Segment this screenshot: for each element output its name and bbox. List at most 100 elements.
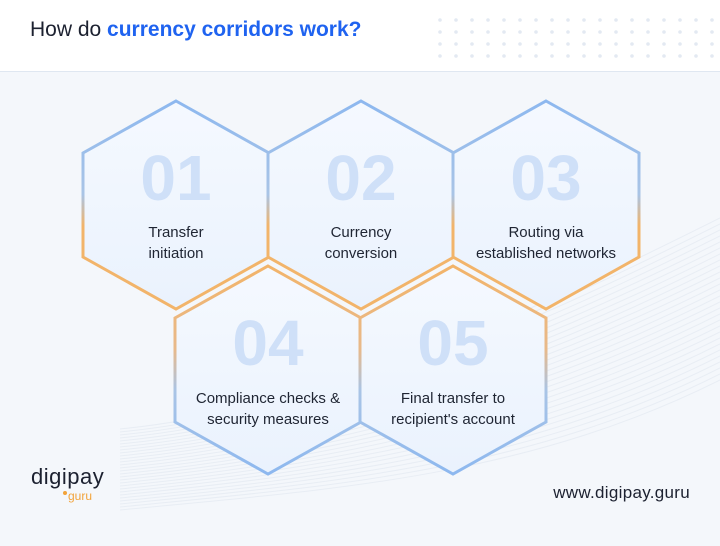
- grid-dot: [694, 18, 698, 22]
- grid-dot: [438, 30, 442, 34]
- digipay-logo: digipay guru: [31, 464, 105, 503]
- grid-dot: [566, 54, 570, 58]
- step-label-line2: conversion: [325, 245, 398, 262]
- grid-dot: [486, 30, 490, 34]
- grid-dot: [486, 54, 490, 58]
- logo-wordmark: digipay: [31, 464, 105, 489]
- grid-dot: [534, 30, 538, 34]
- hexagon-step-3: 03 Routing via established networks: [451, 99, 641, 311]
- grid-dot: [582, 30, 586, 34]
- logo-dot: [63, 491, 67, 495]
- step-label-line1: Final transfer to: [401, 390, 505, 407]
- grid-dot: [502, 54, 506, 58]
- grid-dot: [646, 42, 650, 46]
- grid-dot: [662, 30, 666, 34]
- step-label-line2: established networks: [476, 245, 616, 262]
- step-number: 01: [140, 142, 211, 214]
- grid-dot: [630, 30, 634, 34]
- grid-dot: [662, 54, 666, 58]
- grid-dot: [486, 18, 490, 22]
- grid-dot: [470, 30, 474, 34]
- grid-dot: [678, 42, 682, 46]
- grid-dot: [566, 18, 570, 22]
- hexagon-shape: [358, 264, 548, 476]
- grid-dot: [630, 18, 634, 22]
- grid-dot: [710, 54, 714, 58]
- grid-dot: [454, 42, 458, 46]
- grid-dot: [646, 54, 650, 58]
- grid-dot: [518, 42, 522, 46]
- grid-dot: [710, 18, 714, 22]
- logo-subtext: guru: [68, 489, 93, 503]
- grid-dot: [454, 54, 458, 58]
- step-label-line1: Currency: [331, 224, 392, 241]
- grid-dot: [454, 18, 458, 22]
- grid-dot: [470, 18, 474, 22]
- grid-dot: [630, 42, 634, 46]
- grid-dot: [518, 54, 522, 58]
- title-prefix: How do: [30, 18, 108, 41]
- grid-dot: [550, 54, 554, 58]
- grid-dot: [614, 30, 618, 34]
- title-highlight: currency corridors work?: [107, 18, 362, 41]
- grid-dot: [614, 54, 618, 58]
- step-label-line2: recipient's account: [391, 411, 516, 428]
- grid-dot: [678, 18, 682, 22]
- grid-dot: [438, 18, 442, 22]
- grid-dot: [630, 54, 634, 58]
- grid-dot: [534, 54, 538, 58]
- grid-dot: [454, 30, 458, 34]
- grid-dot: [438, 42, 442, 46]
- grid-dot: [502, 30, 506, 34]
- grid-dot: [550, 18, 554, 22]
- header: How do currency corridors work?: [0, 0, 720, 72]
- grid-dot: [438, 54, 442, 58]
- grid-dot: [598, 42, 602, 46]
- grid-dot: [518, 30, 522, 34]
- wave-line: [119, 361, 720, 502]
- hexagon-step-5: 05 Final transfer to recipient's account: [358, 264, 548, 476]
- wave-line: [119, 367, 720, 505]
- grid-dot: [694, 30, 698, 34]
- grid-dot: [566, 42, 570, 46]
- website-url: www.digipay.guru: [553, 483, 690, 502]
- grid-dot: [550, 42, 554, 46]
- hexagon-step-4: 04 Compliance checks & security measures: [173, 264, 363, 476]
- grid-dot: [582, 54, 586, 58]
- grid-dot: [470, 42, 474, 46]
- grid-dot: [534, 18, 538, 22]
- grid-dot: [598, 30, 602, 34]
- hexagon-step-1: 01 Transfer initiation: [81, 99, 271, 311]
- grid-dot: [662, 18, 666, 22]
- step-number: 03: [510, 142, 581, 214]
- grid-dot: [518, 18, 522, 22]
- grid-dot: [598, 18, 602, 22]
- step-label-line1: Routing via: [508, 224, 584, 241]
- wave-line: [119, 373, 720, 508]
- grid-dot: [598, 54, 602, 58]
- step-number: 02: [325, 142, 396, 214]
- grid-dot: [678, 54, 682, 58]
- step-label-line1: Compliance checks &: [196, 390, 340, 407]
- grid-dot: [614, 18, 618, 22]
- step-number: 05: [417, 307, 488, 379]
- step-number: 04: [232, 307, 304, 379]
- grid-dot: [646, 18, 650, 22]
- grid-dot: [614, 42, 618, 46]
- step-label-line2: initiation: [148, 245, 203, 262]
- dot-grid-decoration: [438, 18, 714, 58]
- grid-dot: [678, 30, 682, 34]
- wave-line: [119, 379, 720, 511]
- grid-dot: [710, 42, 714, 46]
- grid-dot: [694, 42, 698, 46]
- grid-dot: [566, 30, 570, 34]
- grid-dot: [646, 30, 650, 34]
- step-label-line1: Transfer: [148, 224, 203, 241]
- hexagon-step-2: 02 Currency conversion: [266, 99, 456, 311]
- grid-dot: [582, 42, 586, 46]
- grid-dot: [550, 30, 554, 34]
- grid-dot: [534, 42, 538, 46]
- grid-dot: [710, 30, 714, 34]
- page-title: How do currency corridors work?: [30, 18, 361, 42]
